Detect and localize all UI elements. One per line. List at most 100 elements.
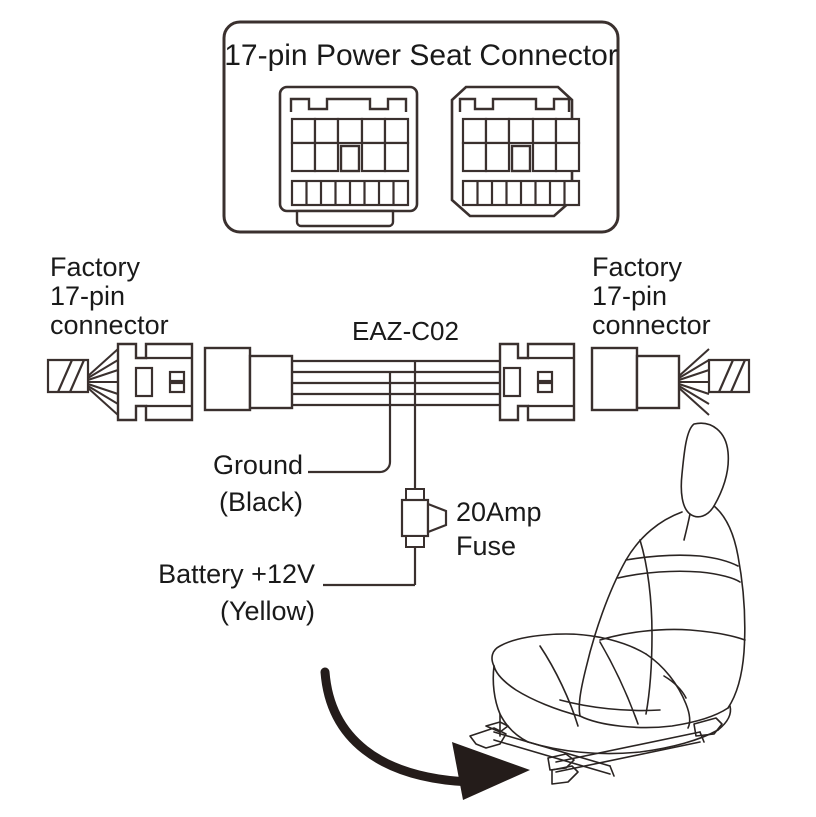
fan-wire [87,387,119,416]
headrest-post [683,513,691,541]
mount-bracket-rear-right [693,717,723,737]
adapter-block-outer [203,346,252,412]
backrest-seam-vertical [639,539,653,715]
right-label-line-1: Factory [592,252,683,282]
left-cable-stub [46,358,90,394]
cable-hatch [717,359,735,393]
ground-wire-path [308,372,392,474]
left-label-line-3: connector [50,310,169,340]
fuse-label: 20Amp Fuse [456,497,542,561]
pin-cavity [313,141,340,173]
pin-cavity [461,117,488,145]
battery-branch-wire [323,361,417,587]
pin-cavity [290,141,317,173]
rail-front-lower [555,741,701,773]
cushion-back-left [493,665,581,717]
pin-cavity [507,117,535,145]
backrest-seam-upper [625,554,739,567]
car-seat-illustration [469,422,746,785]
pin-cavity [383,141,410,173]
pin-cavity [554,117,581,145]
fan-wire [678,348,710,377]
fuse-label-line-2: Fuse [456,531,516,561]
pin-cavity [336,117,364,145]
pin-cavity [360,141,387,173]
pin-cavity [554,141,581,173]
latch-detail [168,381,186,394]
cushion-seam-2 [599,641,639,725]
left-connector-label: Factory 17-pin connector [50,252,169,340]
pin-cavity [531,117,558,145]
right-adapter-block-inner [635,354,681,410]
right-harness-plug [498,342,576,422]
right-cable-stub [707,358,751,394]
latch-detail [168,370,186,383]
arrow-curve [320,667,475,787]
ground-branch-wire [308,372,392,474]
fuse-holder [400,488,448,548]
left-connector-front-view [278,85,419,228]
cushion-seam-3 [559,699,661,712]
adapter-block-inner [248,354,294,410]
mount-bracket-front-lower [551,765,579,785]
fan-wire [87,369,119,381]
cable-hatch [729,359,747,393]
backrest-bottom [579,707,729,729]
battery-label-line-1: Battery +12V [158,559,315,589]
pin-cavity [531,141,558,173]
pin-cavity [290,117,317,145]
battery-label: Battery +12V (Yellow) [158,559,315,626]
right-factory-connector-side-view [590,346,751,416]
rail-end-right [699,731,705,743]
fan-wire [87,348,119,377]
center-key-cavity [339,144,361,173]
right-connector-notched-rim [458,97,571,112]
fuse-cap-top [405,488,425,501]
right-adapter-block-outer [590,346,639,412]
backrest-right-edge [713,505,746,709]
backrest-seam-upper2 [617,570,741,583]
cable-hatch [68,359,86,393]
pin-cavity [383,117,410,145]
rail-front-upper [555,731,701,763]
ground-label-line-1: Ground [213,450,303,480]
right-connector-front-view [450,85,581,218]
backrest-left-edge [578,511,683,717]
pin-cavity [484,117,511,145]
left-label-line-1: Factory [50,252,141,282]
wire-bundle [292,359,500,407]
installation-arrow [320,667,530,800]
left-factory-connector-side-view [46,342,194,422]
right-label-line-3: connector [592,310,711,340]
ground-label: Ground (Black) [213,450,303,517]
cable-hatch [56,359,74,393]
pin-cavity [313,117,340,145]
left-label-line-2: 17-pin [50,281,125,311]
harness-adapter-left [203,346,294,412]
backrest-seam-mid [599,628,746,641]
cushion-front-edge [491,633,647,667]
connector-keyway [502,366,522,398]
pin-cavity [461,141,488,173]
ground-label-line-2: (Black) [219,487,303,517]
harness-part-number: EAZ-C02 [352,316,459,346]
right-label-line-2: 17-pin [592,281,667,311]
left-connector-notched-rim [289,97,408,112]
center-key-cavity [510,144,532,173]
title-box-label: 17-pin Power Seat Connector [224,39,618,72]
fan-wire [87,385,119,405]
connector-keyway [134,366,154,398]
fan-wire [87,383,119,395]
rail-bracket-left [485,721,509,733]
fuse-cap-bottom [405,535,425,548]
fan-wire [678,387,710,416]
latch-detail [536,381,554,394]
fan-wire [678,359,710,379]
mount-bracket-front [547,753,575,771]
pin-cavity [484,141,511,173]
rail-upper-left [493,731,611,767]
fuse-side-tab [426,502,448,534]
mount-bracket-rear-left [469,727,507,749]
